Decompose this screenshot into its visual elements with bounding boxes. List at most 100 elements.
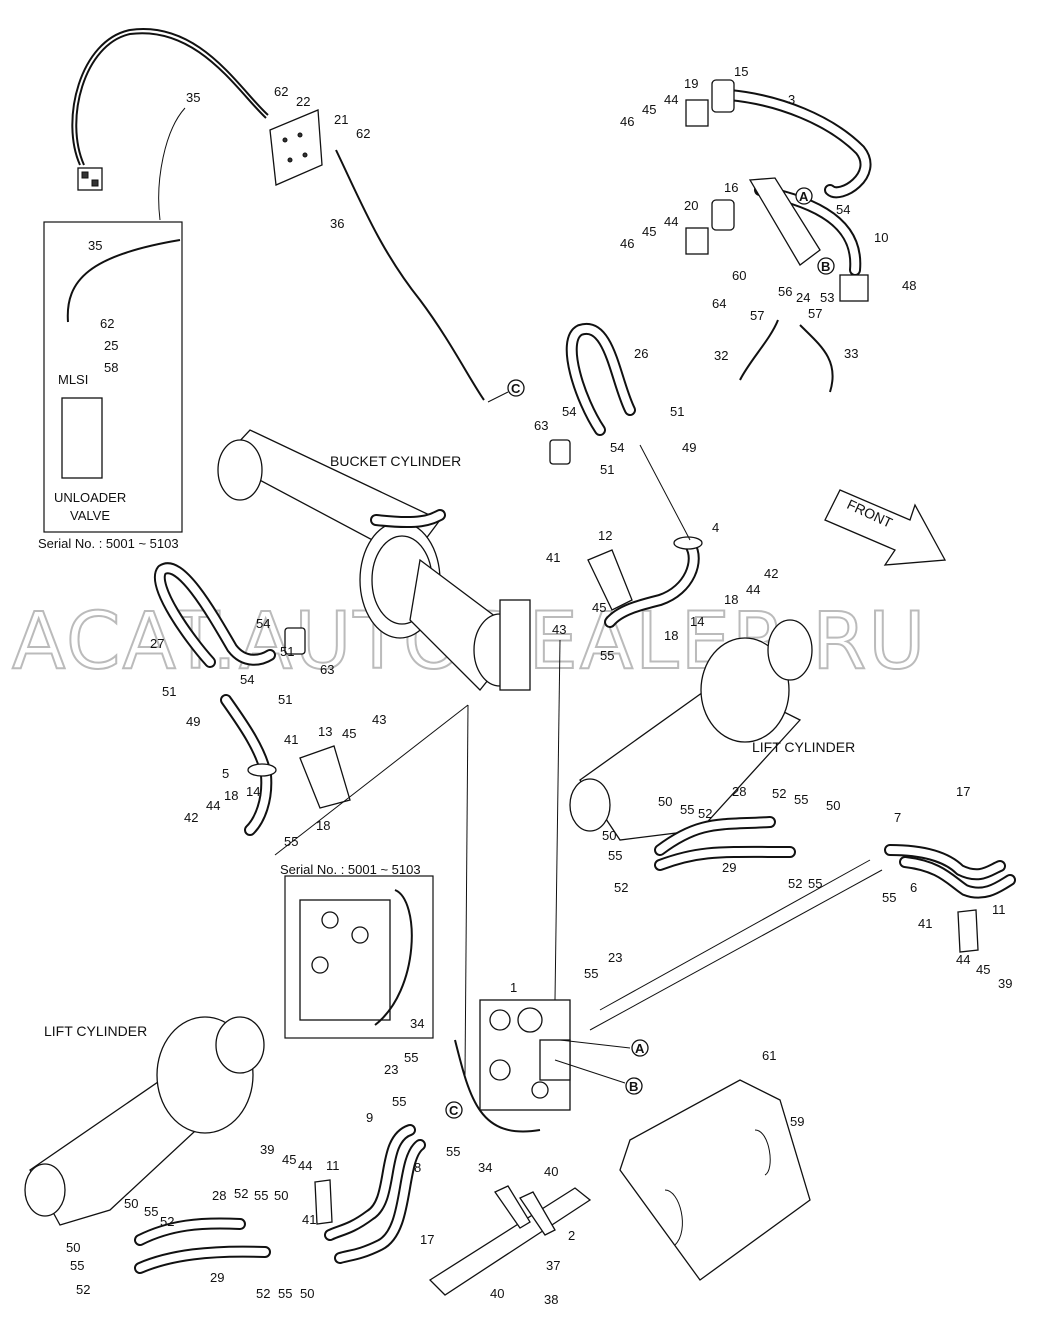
pn-18-left-a: 18 bbox=[224, 788, 238, 803]
pn-46-a: 46 bbox=[620, 114, 634, 129]
hose-35 bbox=[71, 28, 269, 166]
pn-60: 60 bbox=[732, 268, 746, 283]
pn-50-left-a: 50 bbox=[274, 1188, 288, 1203]
pn-52-right-b: 52 bbox=[698, 806, 712, 821]
pn-34-inset: 34 bbox=[410, 1016, 424, 1031]
connector-b-bottom bbox=[625, 1077, 643, 1095]
pn-21: 21 bbox=[334, 112, 348, 127]
bracket-11-right bbox=[957, 909, 979, 953]
pn-42-left: 42 bbox=[184, 810, 198, 825]
pn-45-b: 45 bbox=[642, 224, 656, 239]
pn-41-left: 41 bbox=[284, 732, 298, 747]
pn-8: 8 bbox=[414, 1160, 421, 1175]
pn-28-left: 28 bbox=[212, 1188, 226, 1203]
pn-62-b: 62 bbox=[356, 126, 370, 141]
inset-mlsi-box bbox=[43, 221, 183, 533]
pn-1: 1 bbox=[510, 980, 517, 995]
pn-29-right: 29 bbox=[722, 860, 736, 875]
pn-32: 32 bbox=[714, 348, 728, 363]
pn-2: 2 bbox=[568, 1228, 575, 1243]
pn-19: 19 bbox=[684, 76, 698, 91]
pn-7: 7 bbox=[894, 810, 901, 825]
pn-55-valve-b: 55 bbox=[404, 1050, 418, 1065]
pipe-27 bbox=[153, 562, 276, 668]
pn-18-right-a: 18 bbox=[724, 592, 738, 607]
pn-10: 10 bbox=[874, 230, 888, 245]
pn-28-right: 28 bbox=[732, 784, 746, 799]
pn-55-right-d: 55 bbox=[808, 876, 822, 891]
label-mlsi: MLSI bbox=[58, 372, 88, 387]
pn-54-left-a: 54 bbox=[256, 616, 270, 631]
pn-50-left-b: 50 bbox=[124, 1196, 138, 1211]
pipes-8-9 bbox=[324, 1124, 426, 1264]
pn-45-right: 45 bbox=[976, 962, 990, 977]
pn-51-left-c: 51 bbox=[278, 692, 292, 707]
pn-54-mid-b: 54 bbox=[610, 440, 624, 455]
pn-55-left: 55 bbox=[284, 834, 298, 849]
pn-63-left: 63 bbox=[320, 662, 334, 677]
pn-18-right-b: 18 bbox=[664, 628, 678, 643]
label-unloader: UNLOADER bbox=[54, 490, 126, 505]
pn-55-left-b: 55 bbox=[144, 1204, 158, 1219]
pn-23-left: 23 bbox=[384, 1062, 398, 1077]
pn-44-b: 44 bbox=[664, 214, 678, 229]
lift-cylinder-right bbox=[569, 619, 813, 841]
pn-45-mid: 45 bbox=[592, 600, 606, 615]
hoses-28-29-left bbox=[134, 1217, 271, 1274]
pipe-10 bbox=[711, 177, 869, 302]
pn-25: 25 bbox=[104, 338, 118, 353]
pn-20: 20 bbox=[684, 198, 698, 213]
pn-14-left: 14 bbox=[246, 784, 260, 799]
pn-12: 12 bbox=[598, 528, 612, 543]
pn-62-inset: 62 bbox=[100, 316, 114, 331]
pn-39-right: 39 bbox=[998, 976, 1012, 991]
pn-46-b: 46 bbox=[620, 236, 634, 251]
pn-44-left: 44 bbox=[206, 798, 220, 813]
pn-64: 64 bbox=[712, 296, 726, 311]
part-number-labels: 35 62 22 21 62 36 35 62 25 58 15 19 3 44… bbox=[66, 64, 1012, 1307]
pn-52-right-d: 52 bbox=[614, 880, 628, 895]
pn-55-mid: 55 bbox=[600, 648, 614, 663]
bracket-12 bbox=[587, 549, 633, 611]
pn-41-left-b: 41 bbox=[302, 1212, 316, 1227]
pn-53: 53 bbox=[820, 290, 834, 305]
pn-55-valve-d: 55 bbox=[446, 1144, 460, 1159]
pn-41-mid: 41 bbox=[546, 550, 560, 565]
pipe-bucket-tube bbox=[370, 509, 446, 529]
pn-50-left-d: 50 bbox=[300, 1286, 314, 1301]
pn-29-left: 29 bbox=[210, 1270, 224, 1285]
pn-57-a: 57 bbox=[750, 308, 764, 323]
pn-44-right: 44 bbox=[746, 582, 760, 597]
pn-55-valve-a: 55 bbox=[584, 966, 598, 981]
pn-24: 24 bbox=[796, 290, 810, 305]
pn-50-right-b: 50 bbox=[658, 794, 672, 809]
pn-55-right-c: 55 bbox=[608, 848, 622, 863]
pn-23-right: 23 bbox=[608, 950, 622, 965]
pn-11-left: 11 bbox=[326, 1158, 340, 1173]
pn-52-right-a: 52 bbox=[772, 786, 786, 801]
connector-a-top bbox=[795, 187, 813, 205]
pn-59: 59 bbox=[790, 1114, 804, 1129]
pn-55-left-d: 55 bbox=[278, 1286, 292, 1301]
pn-63-top: 63 bbox=[534, 418, 548, 433]
pn-45-left-b: 45 bbox=[282, 1152, 296, 1167]
pn-26: 26 bbox=[634, 346, 648, 361]
hoses-32-33 bbox=[739, 319, 834, 393]
pn-62-a: 62 bbox=[274, 84, 288, 99]
pn-51-left-a: 51 bbox=[280, 644, 294, 659]
inset-control-valve bbox=[299, 889, 413, 1026]
bracket-13 bbox=[299, 745, 351, 809]
connector-b-top bbox=[817, 257, 835, 275]
pn-55-valve-c: 55 bbox=[392, 1094, 406, 1109]
front-arrow: FRONT bbox=[824, 489, 947, 566]
connector-c-bottom-label: C bbox=[449, 1103, 459, 1118]
pn-43-mid: 43 bbox=[552, 622, 566, 637]
frame-2 bbox=[428, 1185, 592, 1296]
pipes-6-7 bbox=[884, 844, 1016, 899]
label-serial-mid: Serial No. : 5001 ~ 5103 bbox=[280, 862, 421, 877]
pn-49-left: 49 bbox=[186, 714, 200, 729]
pn-51-left-b: 51 bbox=[162, 684, 176, 699]
pn-13: 13 bbox=[318, 724, 332, 739]
pn-44-a: 44 bbox=[664, 92, 678, 107]
